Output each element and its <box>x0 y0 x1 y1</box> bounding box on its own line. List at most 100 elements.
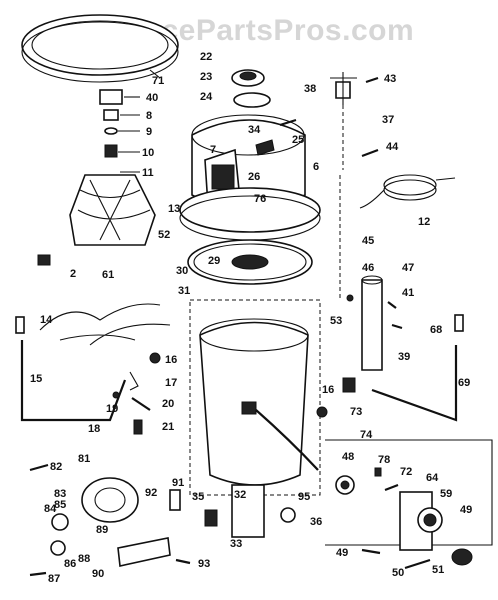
callout-51: 51 <box>432 564 444 576</box>
callout-20: 20 <box>162 398 174 410</box>
part-90-mount-plate <box>117 537 171 567</box>
part-11-agitator <box>69 171 156 246</box>
callout-14: 14 <box>40 314 53 326</box>
part-35-switch <box>204 509 218 527</box>
callout-16-left: 16 <box>165 354 177 366</box>
callout-31: 31 <box>178 285 190 297</box>
callout-49-lower: 49 <box>336 547 348 559</box>
callout-71: 71 <box>152 75 164 87</box>
callout-47: 47 <box>402 262 414 274</box>
part-47-tube <box>361 275 383 371</box>
callout-18: 18 <box>88 423 100 435</box>
part-64-console-panel <box>325 439 493 551</box>
callout-64: 64 <box>426 472 439 484</box>
callout-52: 52 <box>158 229 170 241</box>
part-49-wire <box>361 548 381 555</box>
part-12-power-cord <box>359 174 456 209</box>
callout-39: 39 <box>398 351 410 363</box>
part-21-pin <box>133 419 143 435</box>
callout-10: 10 <box>142 147 154 159</box>
callout-44: 44 <box>386 141 399 153</box>
callout-32: 32 <box>234 489 246 501</box>
part-36-clamp <box>280 507 296 523</box>
callout-74: 74 <box>360 429 373 441</box>
callout-6: 6 <box>313 161 319 173</box>
part-71-tub-ring <box>21 14 179 83</box>
callout-25: 25 <box>292 134 304 146</box>
part-14-rod-cap <box>15 316 25 334</box>
callout-69: 69 <box>458 377 470 389</box>
part-23-seal <box>233 92 271 108</box>
callout-91: 91 <box>172 477 184 489</box>
callout-88: 88 <box>78 553 90 565</box>
callout-93: 93 <box>198 558 210 570</box>
part-73-bracket <box>342 377 356 393</box>
callout-81: 81 <box>78 453 90 465</box>
part-91-switch <box>169 489 181 511</box>
callout-45: 45 <box>362 235 374 247</box>
callout-84: 84 <box>44 503 57 515</box>
callout-68: 68 <box>430 324 442 336</box>
callout-24: 24 <box>200 91 213 103</box>
callout-17: 17 <box>165 377 177 389</box>
callout-49-upper: 49 <box>460 504 472 516</box>
part-22-bearing <box>231 69 265 87</box>
part-20-lever <box>131 397 151 411</box>
callout-86: 86 <box>64 558 76 570</box>
part-81-motor <box>81 477 139 523</box>
part-50-lever <box>404 558 431 570</box>
callout-72: 72 <box>400 466 412 478</box>
part-68-plug <box>454 314 464 332</box>
callout-16-right: 16 <box>322 384 334 396</box>
part-32-pump <box>231 484 265 538</box>
callout-19: 19 <box>106 403 118 415</box>
callout-83: 83 <box>54 488 66 500</box>
part-53-bolt <box>346 294 354 302</box>
part-61-wire-harness <box>39 303 171 346</box>
part-48-knob <box>335 475 355 495</box>
callout-22: 22 <box>200 51 212 63</box>
callout-89: 89 <box>96 524 108 536</box>
callout-12: 12 <box>418 216 430 228</box>
part-78-screw <box>374 467 382 477</box>
callout-61: 61 <box>102 269 114 281</box>
part-51-knob <box>451 548 473 566</box>
callout-95: 95 <box>298 491 310 503</box>
part-40-agitator-cap <box>99 89 140 105</box>
callout-43: 43 <box>384 73 396 85</box>
callout-73: 73 <box>350 406 362 418</box>
callout-37: 37 <box>382 114 394 126</box>
callout-85: 85 <box>54 499 66 511</box>
callout-38: 38 <box>304 83 316 95</box>
part-82-bracket <box>29 463 49 472</box>
callout-13: 13 <box>168 203 180 215</box>
callout-11: 11 <box>142 167 154 179</box>
callout-8: 8 <box>146 110 152 122</box>
callout-36: 36 <box>310 516 322 528</box>
callout-59: 59 <box>440 488 452 500</box>
callout-76: 76 <box>254 193 266 205</box>
part-69-rod <box>371 345 458 422</box>
callout-50: 50 <box>392 567 404 579</box>
part-44-fitting <box>361 148 379 158</box>
part-88-pulley <box>50 540 66 556</box>
part-38-hose-clamp <box>330 72 357 105</box>
callout-35: 35 <box>192 491 204 503</box>
callout-23: 23 <box>200 71 212 83</box>
part-9-washer <box>104 127 140 135</box>
callout-30: 30 <box>176 265 188 277</box>
part-10-cam <box>104 144 140 158</box>
callout-15: 15 <box>30 373 42 385</box>
part-31-basket <box>189 299 321 496</box>
callout-9: 9 <box>146 126 152 138</box>
part-19-washer <box>112 391 120 399</box>
part-93-screw <box>175 558 191 565</box>
callout-46: 46 <box>362 262 374 274</box>
part-72-clip <box>384 483 399 492</box>
part-87-screw <box>29 571 47 577</box>
callout-26: 26 <box>248 171 260 183</box>
callout-48: 48 <box>342 451 354 463</box>
callout-92: 92 <box>145 487 157 499</box>
callout-53: 53 <box>330 315 342 327</box>
callout-41: 41 <box>402 287 414 299</box>
